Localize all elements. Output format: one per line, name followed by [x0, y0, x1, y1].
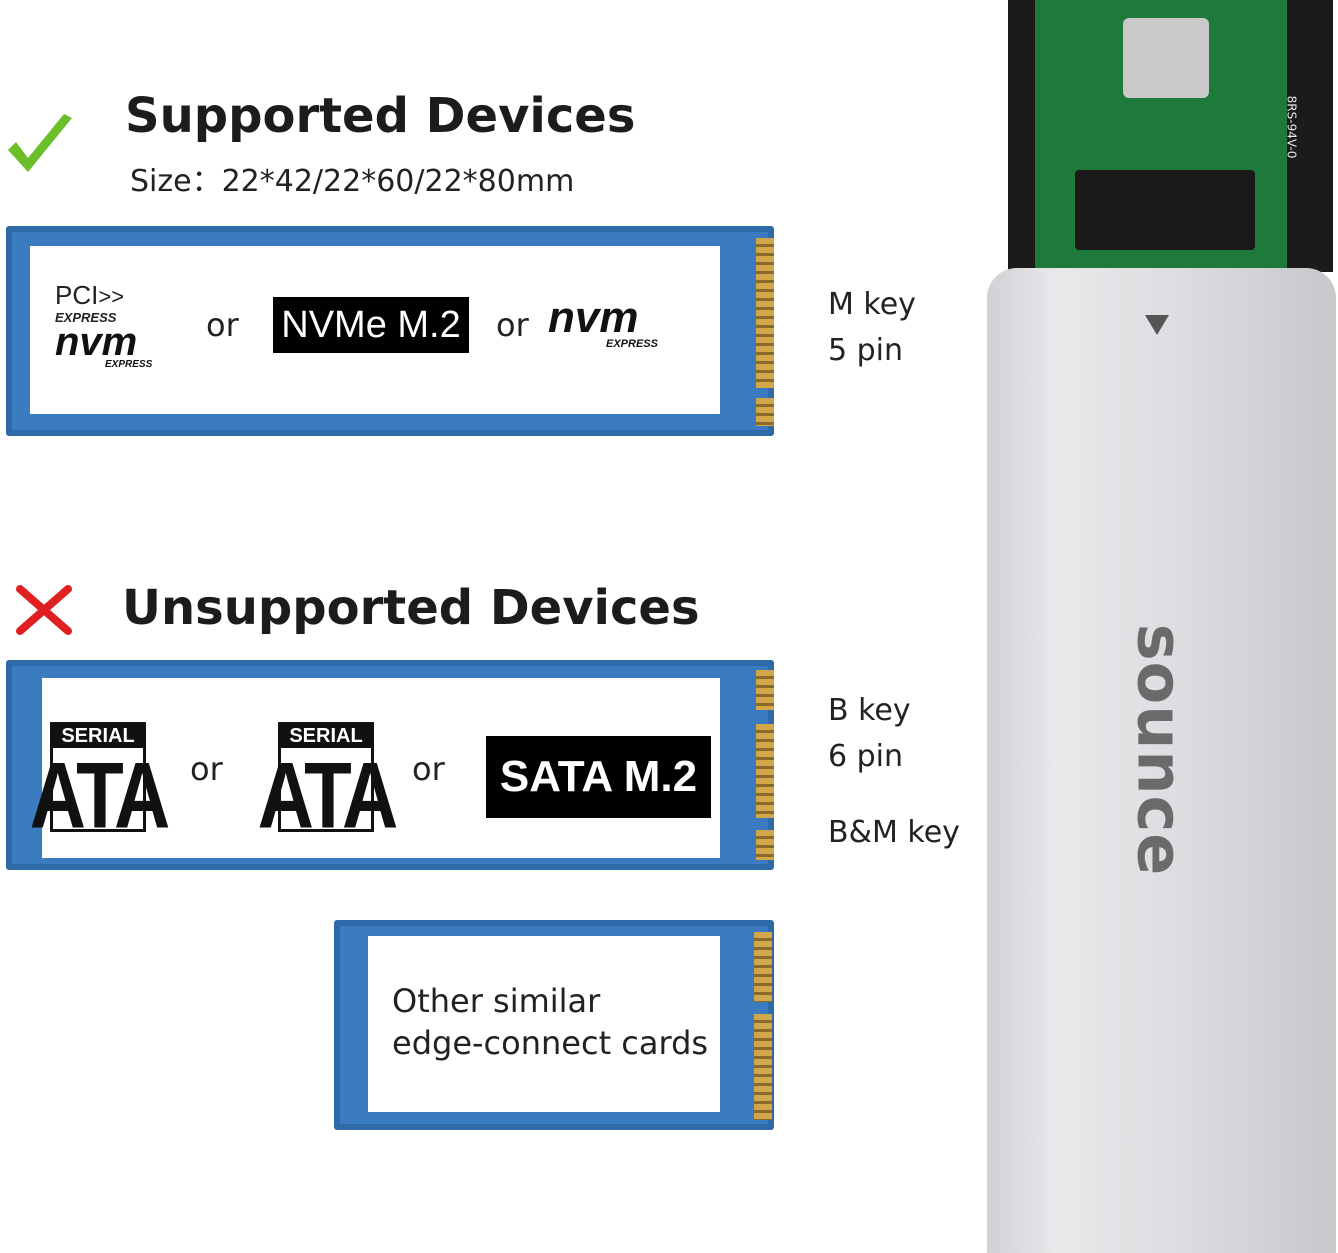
unsupported-title: Unsupported Devices [122, 580, 700, 636]
nvm-express-logo: nvm EXPRESS [548, 293, 658, 351]
or-text: or [206, 306, 239, 344]
serial-ata-logo-alt: SERIAL ATA [258, 722, 398, 842]
m-pin-label: 5 pin [828, 333, 904, 368]
other-card [334, 920, 774, 1130]
size-label: Size：22*42/22*60/22*80mm [130, 164, 575, 199]
b-key-label: B key [828, 693, 911, 728]
check-icon [8, 114, 72, 172]
sata-m2-badge: SATA M.2 [486, 736, 711, 818]
supported-title: Supported Devices [125, 88, 636, 144]
b-pin-label: 6 pin [828, 739, 904, 774]
pcie-nvm-logo: PCI>> EXPRESS nvm EXPRESS [55, 280, 153, 370]
or-text: or [496, 306, 529, 344]
pcb-label: 8RS-94V-0 [1284, 95, 1299, 159]
other-cards-text: Other similar edge-connect cards [392, 982, 709, 1062]
arrow-down-icon [1145, 315, 1169, 335]
or-text: or [412, 750, 445, 788]
brand-logo: sounce [1123, 623, 1197, 877]
enclosure-body [987, 268, 1336, 1253]
or-text: or [190, 750, 223, 788]
enclosure-pcb: 8RS-94V-0 [1035, 0, 1298, 270]
cross-icon [16, 585, 72, 635]
nvme-m2-badge: NVMe M.2 [273, 297, 469, 353]
serial-ata-logo: SERIAL ATA [30, 722, 170, 842]
bm-key-label: B&M key [828, 815, 960, 850]
m-key-label: M key [828, 287, 916, 322]
